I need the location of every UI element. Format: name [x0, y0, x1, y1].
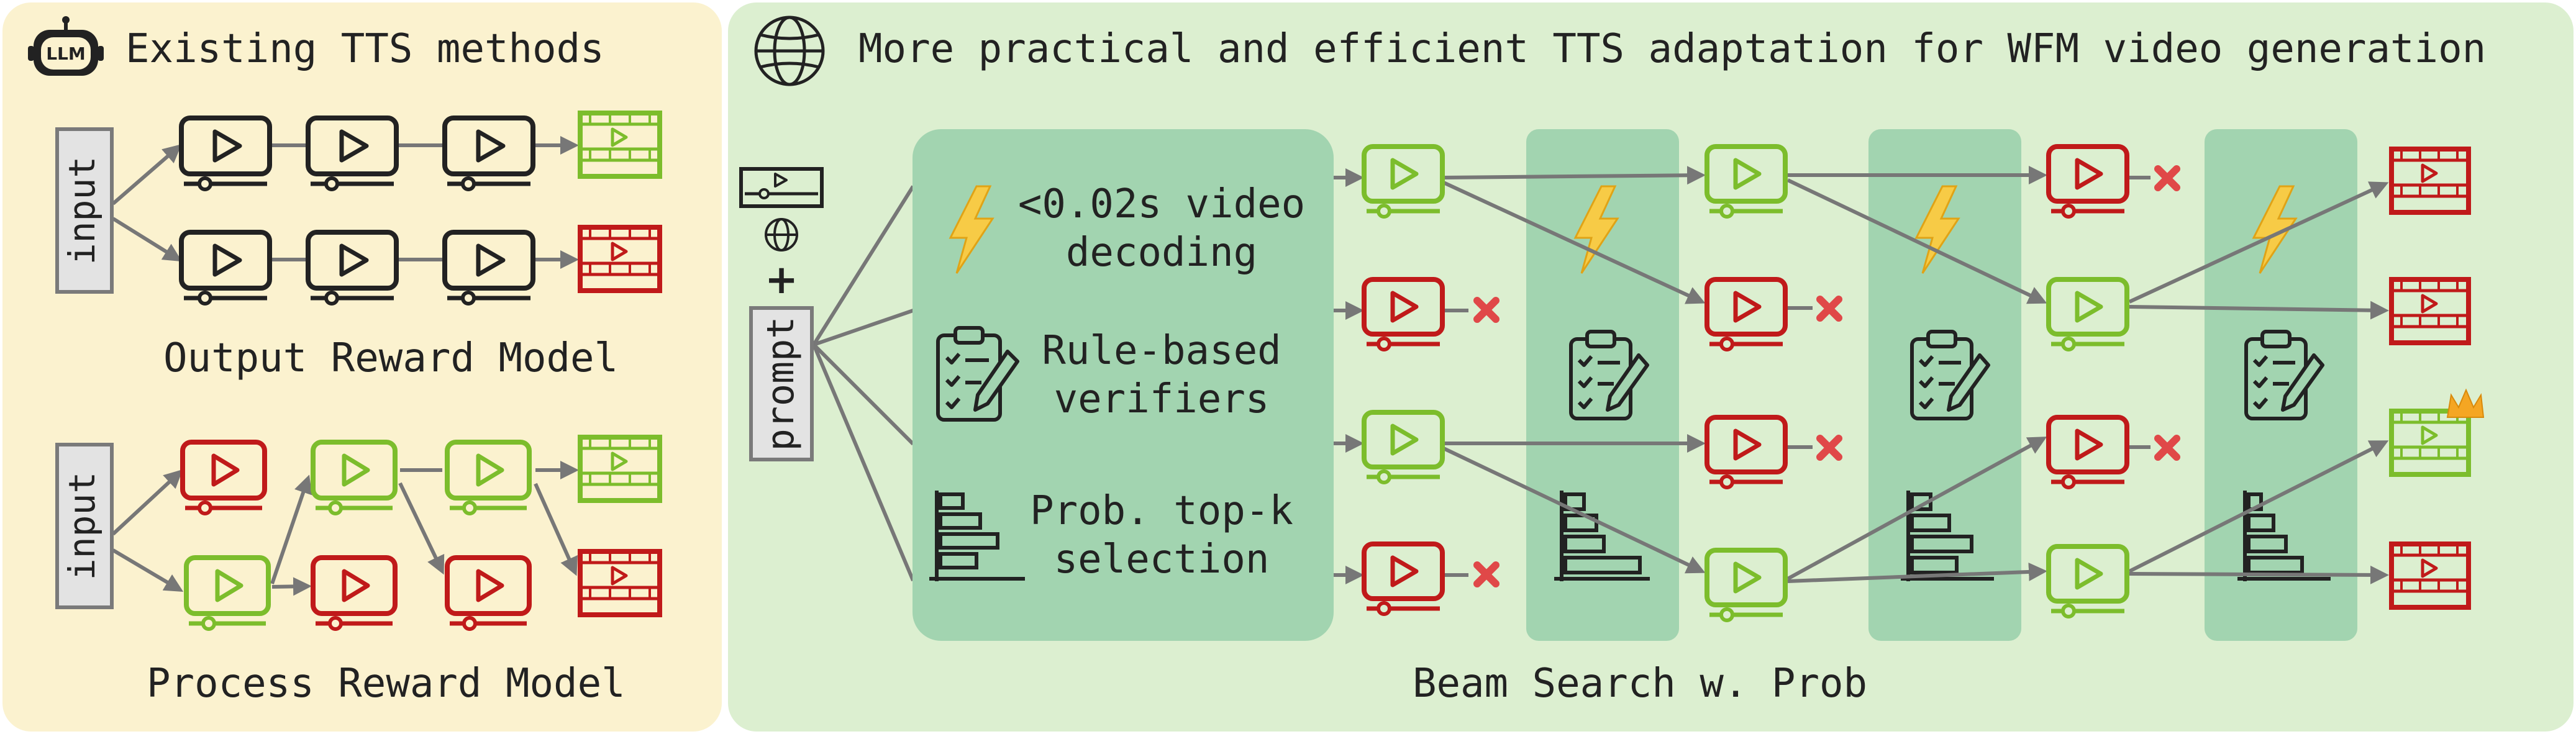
beam-connectors: [1334, 166, 2389, 584]
beam-video-bad: [1704, 277, 1788, 351]
prm-input-label: input: [61, 472, 103, 581]
process-reward-model-label: Process Reward Model: [147, 661, 626, 707]
reject-x-icon: [1816, 296, 1842, 322]
prm-film-output-bad: [578, 549, 662, 617]
beam-video-good: [1704, 548, 1788, 622]
prm-video-step-bad: [445, 555, 532, 631]
features-block: [913, 129, 1334, 641]
clipboard-checklist-icon: [936, 326, 1019, 422]
output-reward-model-label: Output Reward Model: [163, 335, 618, 381]
llm-robot-icon: LLM: [28, 16, 104, 76]
prm-video-step-good: [184, 555, 271, 631]
beam-video-bad: [1704, 415, 1788, 489]
beam-search-caption: Beam Search w. Prob: [1413, 661, 1867, 707]
feature-3-line1: Prob. top-k: [1030, 488, 1293, 534]
prm-input-box: [55, 443, 114, 609]
beam-video-bad: [2046, 144, 2129, 219]
orm-video-step: [306, 230, 399, 306]
orm-film-output-bad: [578, 225, 662, 293]
right-panel-title: More practical and efficient TTS adaptat…: [858, 26, 2486, 72]
beam-video-bad: [1362, 541, 1445, 616]
globe-icon: [754, 16, 825, 86]
orm-video-step: [442, 116, 535, 191]
final-film-output-best: [2389, 409, 2471, 477]
feature-1-line1: <0.02s video: [1018, 181, 1305, 227]
orm-video-step: [306, 116, 399, 191]
plus-sign: +: [765, 257, 798, 303]
prompt-connectors: [812, 185, 915, 582]
feature-2-line1: Rule-based: [1042, 328, 1281, 374]
final-film-output-bad: [2389, 541, 2471, 610]
feature-3-line2: selection: [1054, 537, 1270, 582]
block2-clipboard-icon: [1910, 330, 1990, 420]
orm-input-box: [55, 127, 114, 294]
feature-2-line2: verifiers: [1054, 376, 1270, 422]
final-film-output-bad: [2389, 147, 2471, 215]
prm-video-step-bad: [180, 440, 267, 515]
block1-histogram-icon: [1554, 491, 1650, 581]
lightning-icon: [949, 185, 994, 274]
video-timeline-icon: [739, 167, 824, 208]
block3-lightning-icon: [2252, 185, 2298, 274]
orm-video-step: [179, 230, 272, 306]
block2-histogram-icon: [1901, 491, 1994, 581]
prm-film-output-good: [578, 435, 662, 503]
beam-video-bad: [2046, 415, 2129, 489]
orm-input-label: input: [61, 156, 103, 265]
small-globe-icon: [765, 218, 798, 251]
crown-icon: [2446, 388, 2485, 418]
llm-logo-text: LLM: [46, 43, 86, 64]
final-film-output-bad: [2389, 277, 2471, 345]
histogram-icon: [929, 491, 1025, 581]
beam-video-good: [2046, 277, 2129, 351]
prompt-box: [749, 306, 814, 461]
beam-video-bad: [1362, 277, 1445, 351]
prm-connectors: [111, 461, 579, 596]
reject-x-icon: [1473, 297, 1500, 323]
left-panel-title: Existing TTS methods: [125, 26, 604, 72]
beam-video-good: [1704, 144, 1788, 219]
block1-clipboard-icon: [1569, 330, 1649, 420]
prompt-label: prompt: [759, 317, 803, 451]
feature-1-line2: decoding: [1066, 230, 1257, 276]
reject-x-icon: [1816, 435, 1842, 461]
block3-clipboard-icon: [2244, 330, 2324, 420]
block1-lightning-icon: [1573, 185, 1619, 274]
reject-x-icon: [2154, 165, 2180, 191]
block2-lightning-icon: [1914, 185, 1960, 274]
left-panel: [2, 2, 722, 732]
beam-video-good: [1362, 410, 1445, 484]
orm-video-step: [179, 116, 272, 191]
reject-x-icon: [1473, 561, 1500, 587]
orm-connectors: [112, 136, 579, 269]
prm-video-step-good: [445, 440, 532, 515]
orm-film-output-good: [578, 111, 662, 179]
beam-video-good: [1362, 144, 1445, 219]
reject-x-icon: [2154, 435, 2180, 461]
beam-video-good: [2046, 544, 2129, 618]
block3-histogram-icon: [2237, 491, 2331, 581]
prm-video-step-bad: [311, 555, 398, 631]
prm-video-step-good: [311, 440, 398, 515]
orm-video-step: [442, 230, 535, 306]
